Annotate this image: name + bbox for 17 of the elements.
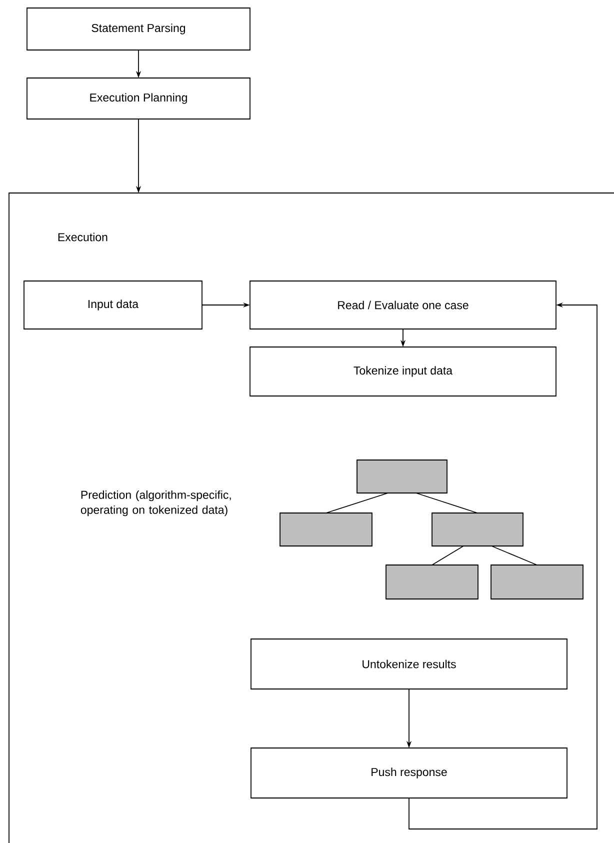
tree-node-box bbox=[432, 512, 524, 546]
connector-line bbox=[432, 546, 464, 566]
connector-line bbox=[491, 546, 538, 566]
annotation-text: Prediction (algorithm-specific, operating on tokenized data) bbox=[80, 490, 231, 516]
connector-line bbox=[416, 492, 478, 514]
process-box: Execution Planning bbox=[26, 78, 250, 120]
tree-node-box bbox=[280, 512, 372, 546]
tree-node-box bbox=[490, 564, 584, 600]
process-box: Read / Evaluate one case bbox=[250, 280, 556, 330]
process-box: Push response bbox=[250, 748, 568, 798]
process-box: Input data bbox=[24, 280, 202, 330]
process-box: Statement Parsing bbox=[26, 8, 250, 50]
tree-node-box bbox=[356, 460, 448, 494]
process-box: Tokenize input data bbox=[250, 346, 556, 396]
connector-line bbox=[326, 492, 388, 514]
tree-node-box bbox=[386, 564, 478, 600]
process-box: Untokenize results bbox=[250, 638, 568, 690]
